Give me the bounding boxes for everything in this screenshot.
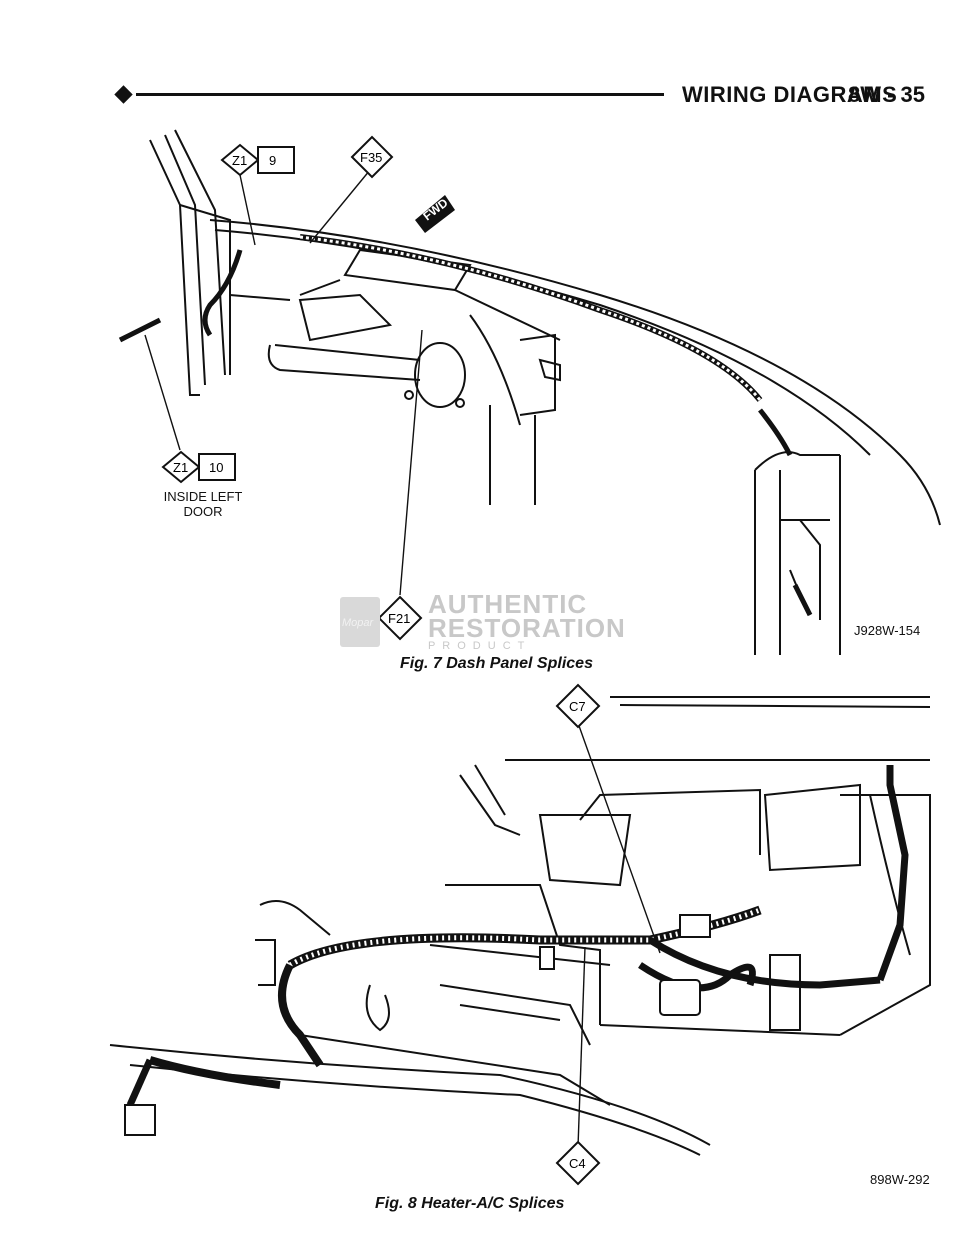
dash-panel-outline (149, 129, 941, 655)
location-note-line1: INSIDE LEFT (163, 489, 243, 504)
watermark-logo-icon: Mopar (340, 597, 380, 647)
header-bullet-icon (114, 85, 133, 104)
callout-c7: C7 (555, 683, 601, 734)
figure-7-dash-panel-splices: FWD Z1 9 F35 Z1 10 INSIDE LEFT DOOR (0, 125, 960, 685)
figure-8-illustration (109, 696, 931, 1156)
callout-c4-shape: C4 (555, 1140, 601, 1186)
watermark-line1: AUTHENTIC (428, 589, 588, 619)
watermark-logo-text: Mopar (342, 617, 374, 629)
callout-z1-9-connector: Z1 (232, 153, 247, 168)
section-title: WIRING DIAGRAMS (682, 82, 898, 107)
figure-8-caption: Fig. 8 Heater-A/C Splices (375, 1195, 565, 1212)
page-number: 8W - 35 (848, 82, 926, 107)
callout-c4-label: C4 (569, 1156, 586, 1171)
callout-z1-9-number: 9 (269, 153, 276, 168)
callout-f21: F21 (377, 595, 423, 646)
figure-7-drawing-id: J928W-154 (854, 623, 921, 638)
callout-z1-9-shape: Z1 9 (220, 143, 295, 177)
callout-f21-shape: F21 (377, 595, 423, 641)
watermark-line3: P R O D U C T (428, 640, 527, 652)
header-rule (136, 93, 664, 96)
dash-harness (118, 234, 813, 617)
heater-ac-outline (109, 696, 931, 1156)
figure-8-drawing-id: 898W-292 (870, 1172, 930, 1187)
callout-z1-10-number: 10 (209, 460, 223, 475)
location-note: INSIDE LEFT DOOR (163, 489, 243, 519)
callout-z1-10-shape: Z1 10 (161, 450, 236, 484)
heater-harness (124, 765, 909, 1136)
callout-z1-9: Z1 9 (219, 142, 299, 183)
watermark-line2: RESTORATION (428, 613, 626, 643)
callout-f35-shape: F35 (350, 135, 394, 179)
callout-f35-label: F35 (360, 150, 382, 165)
callout-c7-shape: C7 (555, 683, 601, 729)
watermark: Mopar AUTHENTIC RESTORATION P R O D U C … (340, 591, 630, 655)
page-header: WIRING DIAGRAMS 8W - 35 (0, 82, 960, 112)
figure-7-illustration: FWD (118, 129, 941, 655)
callout-f21-label: F21 (388, 611, 410, 626)
location-note-line2: DOOR (183, 504, 223, 519)
callout-c7-label: C7 (569, 699, 586, 714)
callout-f35: F35 (350, 135, 394, 184)
callout-c4: C4 (555, 1140, 601, 1191)
callout-z1-10-connector: Z1 (173, 460, 188, 475)
callout-z1-10: Z1 10 (160, 449, 240, 490)
figure-8-leaders (577, 722, 661, 1148)
figure-7-leaders (144, 169, 423, 596)
fwd-arrow-icon: FWD (415, 195, 455, 233)
figure-7-caption: Fig. 7 Dash Panel Splices (400, 655, 593, 672)
figure-8-heater-ac-splices: C7 C4 898W-292 Fig. 8 Heater-A/C Splices (0, 683, 960, 1242)
